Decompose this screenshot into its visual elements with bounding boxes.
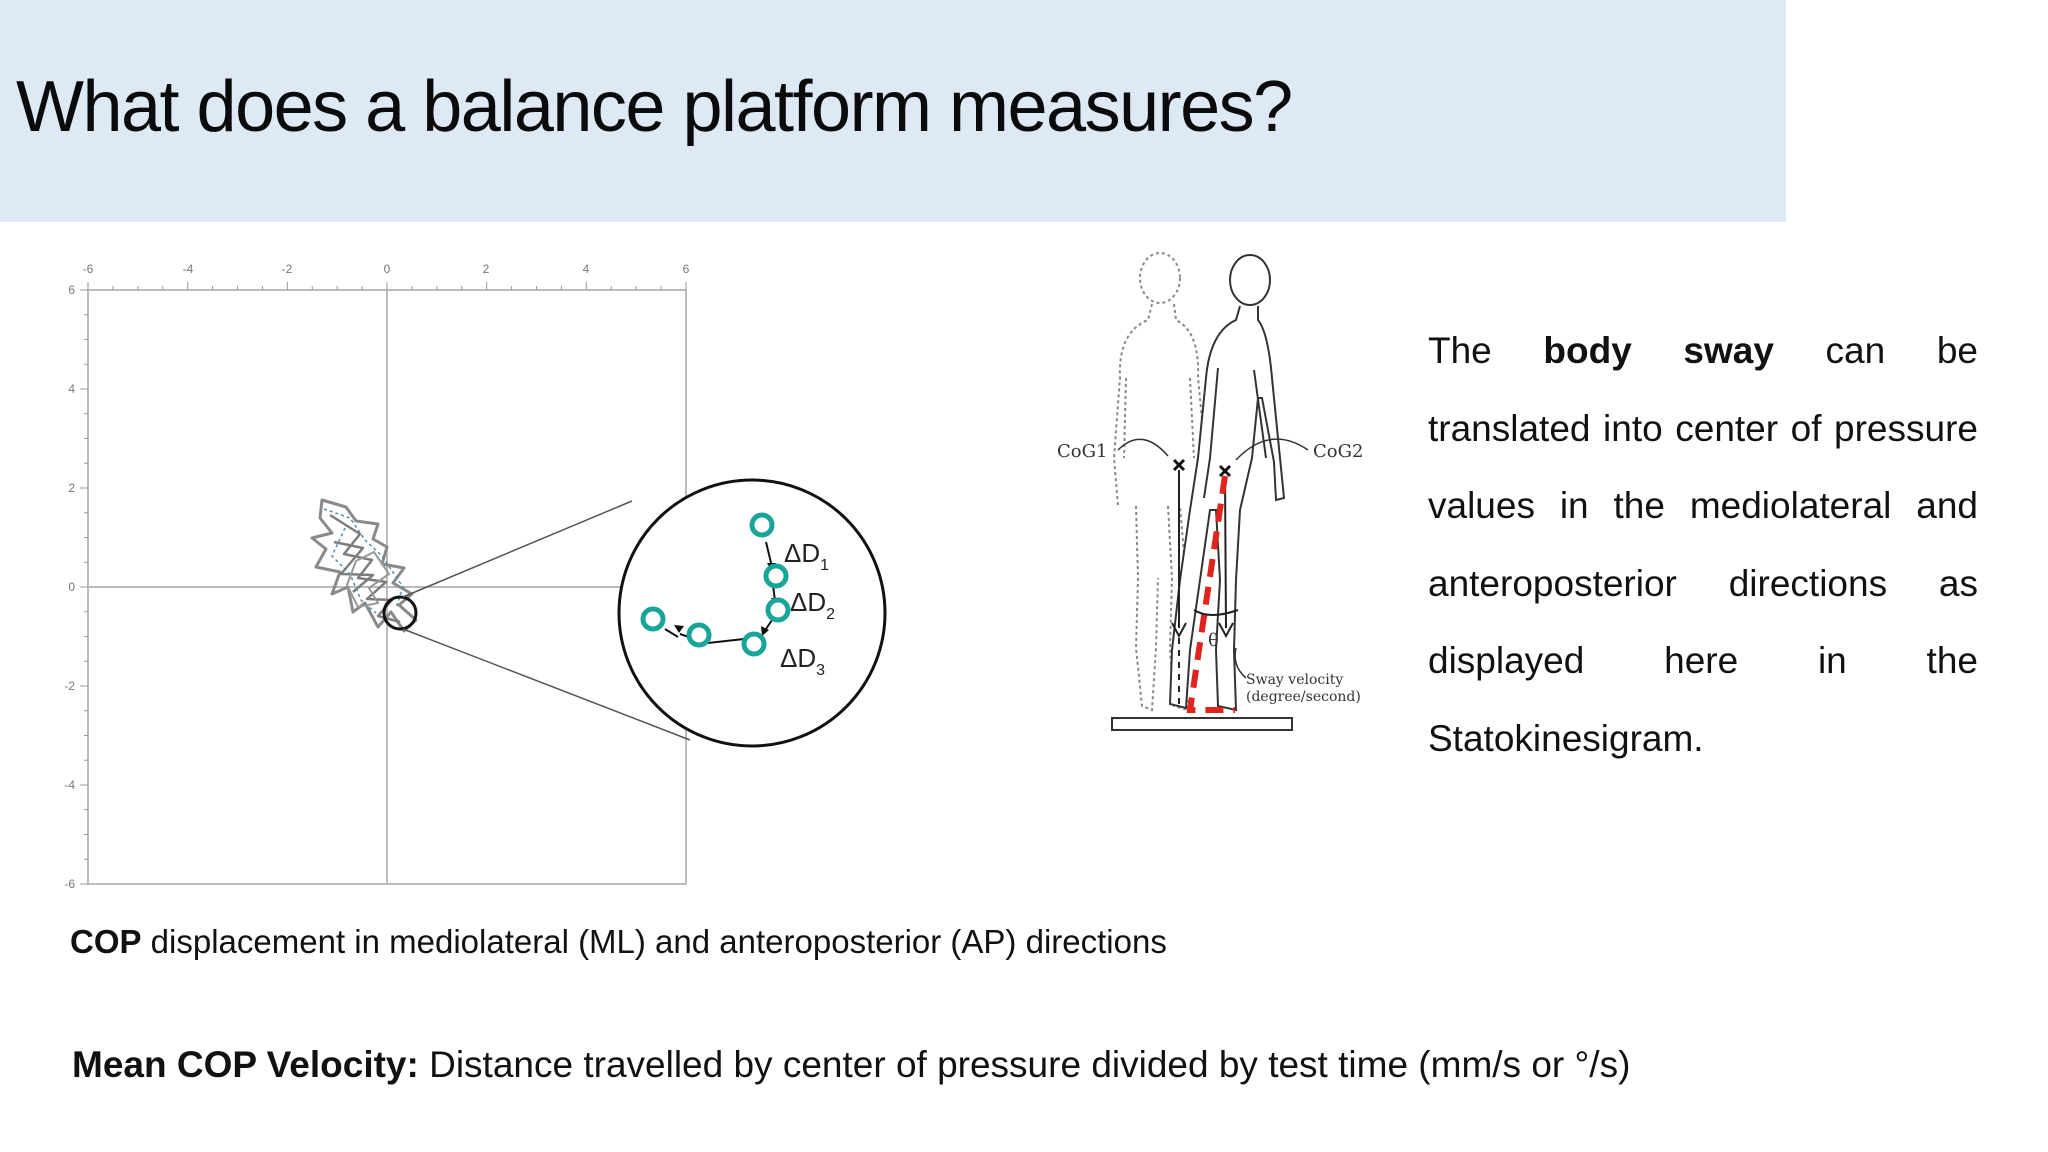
zoom-point: [741, 631, 767, 657]
y-tick-label: 4: [68, 382, 75, 396]
gravity-lines: [1171, 470, 1234, 710]
x-tick-label: 2: [483, 262, 490, 276]
balance-platform: [1111, 717, 1293, 731]
x-tick-label: -4: [183, 262, 194, 276]
delta-d2-label: ΔD2: [790, 587, 835, 623]
sway-velocity-unit: (degree/second): [1246, 689, 1361, 705]
cog2-leader: [1235, 438, 1309, 461]
zoom-point: [765, 597, 791, 623]
slide-title: What does a balance platform measures?: [16, 67, 1293, 147]
zoom-connector-line: [402, 628, 691, 741]
y-tick-label: -6: [64, 877, 75, 891]
body-sway-paragraph: The body sway can be translated into cen…: [1428, 330, 1978, 759]
y-tick-label: -2: [64, 679, 75, 693]
cog1-leader: [1117, 438, 1169, 457]
magnifier-small-circle: [382, 595, 418, 631]
sway-leader: [1234, 647, 1247, 679]
mean-cop-velocity-definition: Mean COP Velocity: Distance travelled by…: [72, 1044, 1631, 1085]
cog2-label: CoG2: [1313, 441, 1363, 462]
x-tick-label: 4: [583, 262, 590, 276]
zoom-circle: [617, 478, 887, 748]
zoom-point: [763, 563, 789, 589]
x-tick-labels: -6 -4 -2 0 2 4 6: [83, 262, 690, 276]
zoom-points: [640, 512, 791, 657]
cog-markers: [1172, 458, 1232, 478]
leaning-figure: [1168, 254, 1286, 712]
x-tick-label: -2: [282, 262, 293, 276]
zoom-point: [749, 512, 775, 538]
zoom-point: [686, 622, 712, 648]
zoom-connector-line: [402, 500, 633, 598]
cog1-label: CoG1: [1057, 441, 1107, 462]
statokinesigram-plot: -6 -4 -2 0 2 4 6 6 4 2 0 -2 -4 -6: [64, 262, 887, 891]
theta-label: θ: [1208, 630, 1219, 651]
x-tick-label: 6: [683, 262, 690, 276]
title-band: [0, 0, 1786, 222]
y-tick-labels: 6 4 2 0 -2 -4 -6: [64, 283, 75, 891]
y-tick-label: 0: [68, 580, 75, 594]
x-tick-label: 0: [384, 262, 391, 276]
x-tick-label: -6: [83, 262, 94, 276]
y-tick-label: 2: [68, 481, 75, 495]
sway-line: [1186, 475, 1235, 713]
tick-marks: [80, 282, 687, 885]
y-tick-label: 6: [68, 283, 75, 297]
theta-arc: [1193, 609, 1239, 616]
sway-velocity-label: Sway velocity: [1246, 672, 1343, 688]
delta-d1-label: ΔD1: [784, 538, 829, 574]
y-tick-label: -4: [64, 778, 75, 792]
ghost-figure: [1112, 252, 1208, 712]
delta-d3-label: ΔD3: [780, 643, 825, 679]
body-sway-figure: θ CoG1 CoG2 Sway velocity (degree/second…: [1057, 252, 1363, 731]
zoom-point: [640, 606, 666, 632]
cop-caption: COP displacement in mediolateral (ML) an…: [70, 923, 1167, 960]
